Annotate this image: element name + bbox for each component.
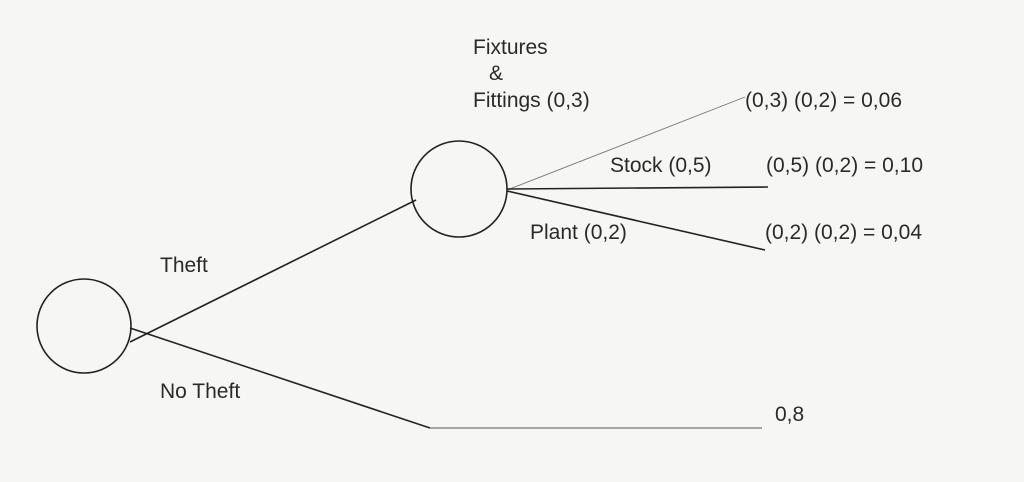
plant-branch-line: [506, 190, 766, 251]
theft-label: Theft: [160, 254, 208, 277]
stock-branch-line: [506, 186, 769, 190]
stock-label: Stock (0,5): [610, 154, 712, 177]
no-theft-outcome: 0,8: [775, 403, 804, 426]
root-chance-node: [36, 278, 132, 374]
stock-outcome: (0,5) (0,2) = 0,10: [766, 154, 923, 177]
no-theft-label: No Theft: [160, 380, 240, 403]
fixtures-outcome: (0,3) (0,2) = 0,06: [745, 89, 902, 112]
no-theft-branch-line: [129, 327, 431, 429]
fixtures-label-line3: Fittings (0,3): [473, 89, 590, 112]
plant-label: Plant (0,2): [530, 221, 627, 244]
fixtures-label-line2: &: [489, 62, 503, 85]
theft-branch-line: [129, 199, 417, 343]
theft-chance-node: [410, 140, 508, 238]
plant-outcome: (0,2) (0,2) = 0,04: [765, 221, 922, 244]
fixtures-label-line1: Fixtures: [473, 36, 548, 59]
fixtures-branch-line: [506, 96, 746, 191]
